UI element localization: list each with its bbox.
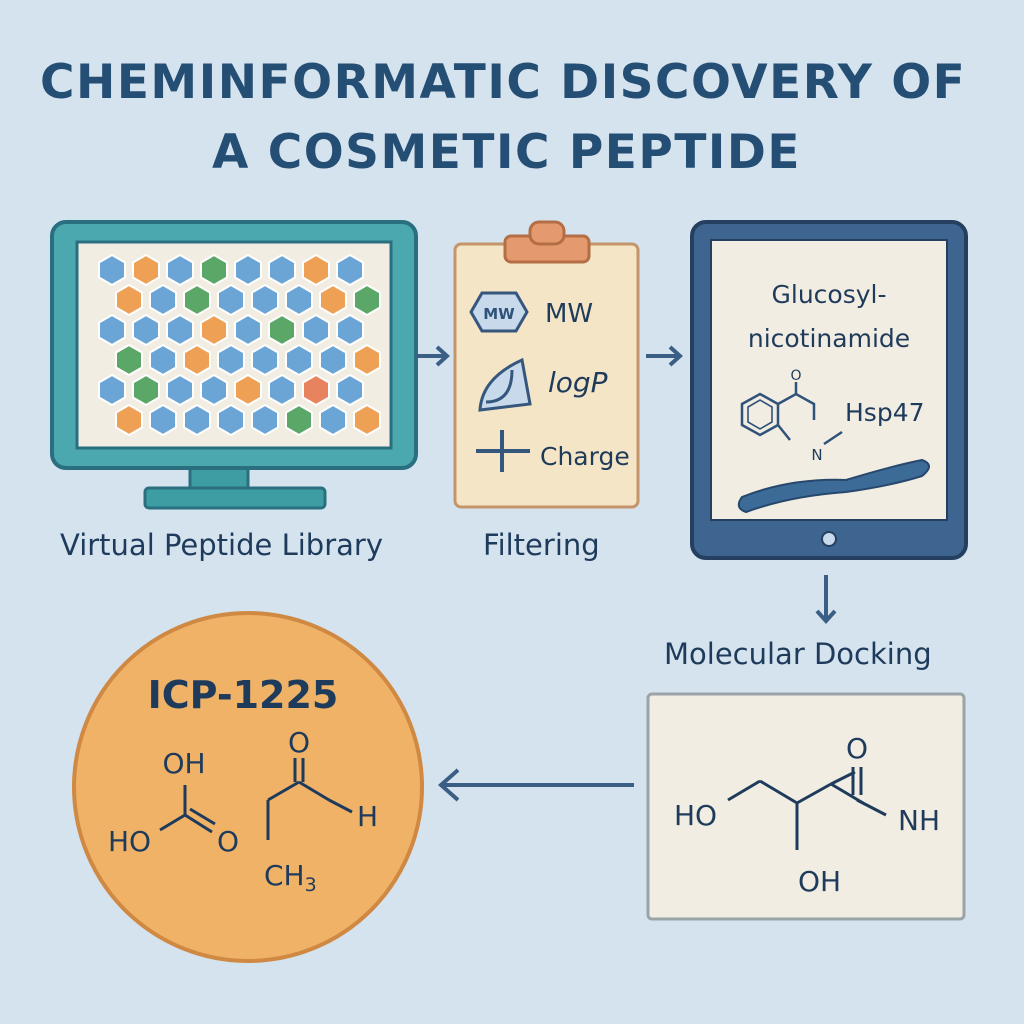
peptide-hexagon-grid [98,253,381,437]
peptide-hexagon [302,253,330,287]
peptide-hexagon [285,283,313,317]
curve-icon [478,357,532,412]
peptide-hexagon [149,403,177,437]
ligand-structure [740,382,843,446]
peptide-hexagon [132,313,160,347]
peptide-hexagon [268,313,296,347]
peptide-hexagon [353,343,381,377]
criterion-logp: logP [548,366,608,399]
peptide-hexagon [234,253,262,287]
peptide-hexagon [302,373,330,407]
peptide-hexagon [149,283,177,317]
peptide-hexagon [183,403,211,437]
peptide-hexagon [166,253,194,287]
ligand-atom-n: N [811,446,822,464]
peptide-hexagon [336,373,364,407]
page-title: CHEMINFORMATIC DISCOVERY OF A COSMETIC P… [40,48,1000,188]
final-atom-ch3: CH3 [264,859,317,896]
peptide-hexagon [353,403,381,437]
peptide-name: ICP-1225 [148,673,339,717]
peptide-hexagon [166,373,194,407]
peptide-hexagon [251,403,279,437]
peptide-hexagon [234,373,262,407]
peptide-hexagon [183,283,211,317]
result-atom-oh: OH [798,865,841,898]
peptide-hexagon [268,373,296,407]
criterion-mw: MW [545,299,593,329]
peptide-hexagon [217,343,245,377]
title-line-2: A COSMETIC PEPTIDE [212,125,801,180]
peptide-hexagon [98,253,126,287]
peptide-hexagon [319,283,347,317]
result-atom-o: O [846,732,868,765]
peptide-hexagon [132,253,160,287]
criterion-charge: Charge [540,442,630,471]
peptide-hexagon [115,343,143,377]
peptide-hexagon [217,283,245,317]
peptide-hexagon [183,343,211,377]
peptide-hexagon [319,343,347,377]
title-line-1: CHEMINFORMATIC DISCOVERY OF [40,55,967,110]
peptide-hexagon [200,313,228,347]
mw-badge-text: MW [483,305,515,323]
peptide-hexagon [251,283,279,317]
protein-target: Hsp47 [845,398,925,427]
result-atom-ho: HO [674,799,717,832]
peptide-hexagon [149,343,177,377]
peptide-hexagon [98,373,126,407]
final-atom-oh: OH [162,747,205,780]
peptide-hexagon [251,343,279,377]
protein-ribbon [737,458,930,514]
peptide-hexagon [200,253,228,287]
ligand-name-line-2: nicotinamide [748,324,910,353]
final-atom-h: H [357,800,378,833]
plus-icon [476,430,530,472]
peptide-hexagon [302,313,330,347]
final-atom-ho: HO [108,825,151,858]
peptide-hexagon [353,283,381,317]
peptide-hexagon [285,403,313,437]
peptide-hexagon [217,403,245,437]
peptide-hexagon [166,313,194,347]
peptide-hexagon [285,343,313,377]
ligand-atom-o: O [790,368,801,384]
filtering-caption: Filtering [483,528,600,562]
peptide-hexagon [268,253,296,287]
peptide-hexagon [336,253,364,287]
peptide-hexagon [336,313,364,347]
peptide-hexagon [200,373,228,407]
final-atom-aldehyde-o: O [288,726,310,759]
peptide-hexagon [319,403,347,437]
docking-caption: Molecular Docking [664,637,932,671]
result-atom-nh: NH [898,804,940,837]
library-caption: Virtual Peptide Library [60,528,383,562]
peptide-hexagon [115,403,143,437]
hexagon-icon: MW [469,291,529,333]
peptide-hexagon [115,283,143,317]
ligand-name-line-1: Glucosyl- [772,280,887,309]
peptide-hexagon [98,313,126,347]
final-atom-o: O [217,825,239,858]
peptide-hexagon [132,373,160,407]
peptide-hexagon [234,313,262,347]
